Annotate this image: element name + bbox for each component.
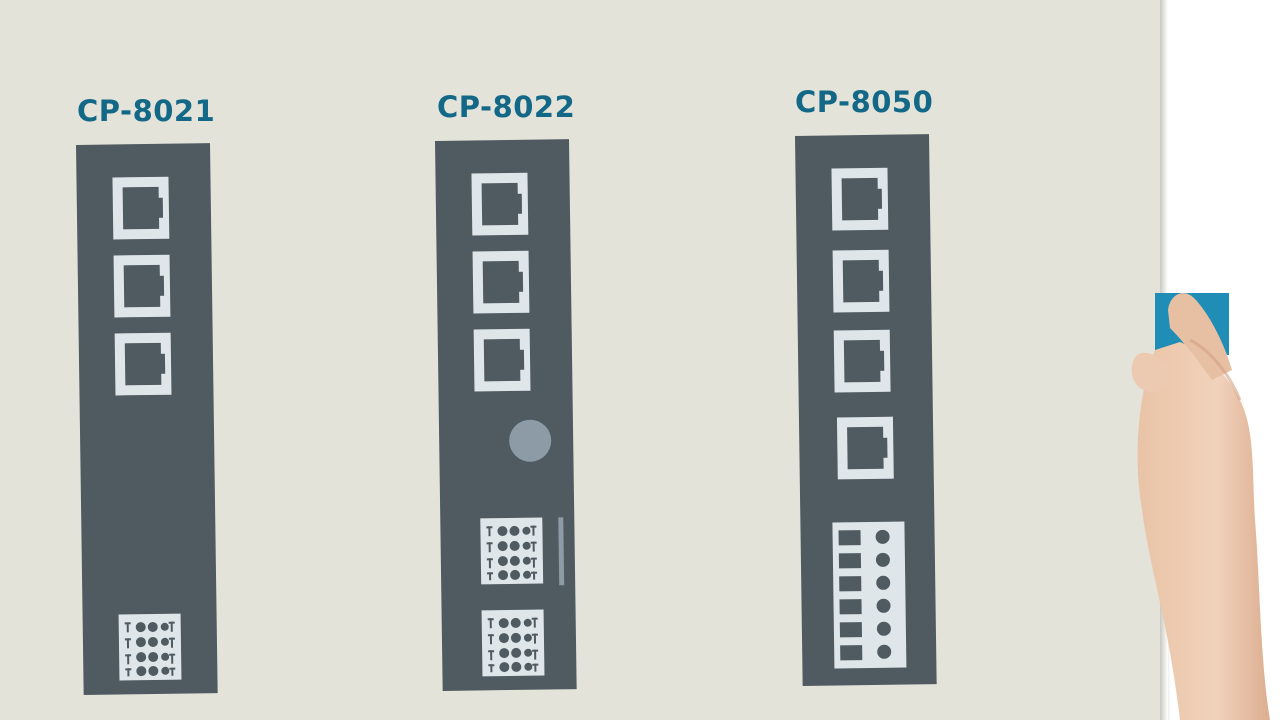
model-title-cp8022: CP-8022	[437, 90, 576, 124]
rj45-port-icon	[831, 167, 889, 231]
rj45-port-icon	[472, 250, 530, 314]
rj45-port-icon	[113, 254, 171, 318]
terminal-block-icon	[118, 613, 182, 681]
model-title-cp8050: CP-8050	[795, 85, 934, 119]
indicator-slot	[558, 517, 565, 586]
terminal-block-icon	[832, 521, 907, 669]
device-cp8050	[795, 134, 937, 686]
device-cp8021	[76, 143, 218, 695]
rj45-port-icon	[832, 249, 890, 313]
rj45-port-icon	[471, 172, 529, 236]
device-cp8022	[435, 139, 577, 691]
terminal-block-icon	[480, 517, 544, 585]
rj45-port-icon	[836, 416, 894, 480]
hand-icon	[1131, 293, 1270, 720]
rj45-port-icon	[473, 328, 531, 392]
status-led-icon	[508, 419, 552, 462]
rj45-port-icon	[114, 332, 172, 396]
model-title-cp8021: CP-8021	[77, 94, 216, 128]
rj45-port-icon	[112, 176, 170, 240]
rj45-port-icon	[833, 329, 891, 393]
terminal-block-icon	[481, 609, 545, 677]
